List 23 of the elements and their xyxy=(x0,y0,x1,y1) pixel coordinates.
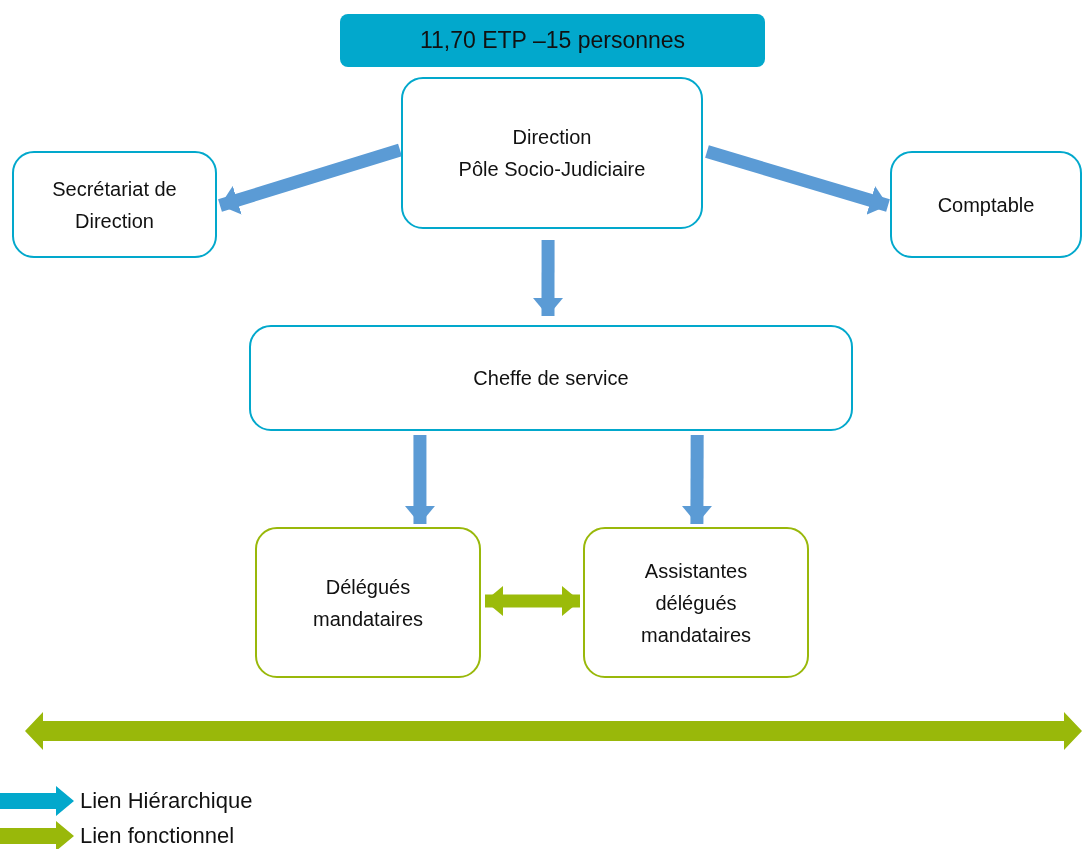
box-label: Cheffe de service xyxy=(473,366,629,391)
org-box xyxy=(890,151,1082,258)
box-label: Pôle Socio-Judiciaire xyxy=(458,157,646,182)
box-label: Assistantes délégués mandataires xyxy=(639,558,753,648)
box-label: Direction xyxy=(512,125,592,150)
org-box xyxy=(401,77,703,229)
header-banner xyxy=(340,14,765,67)
arrow xyxy=(404,435,435,524)
banner-text: 11,70 ETP –15 personnes xyxy=(419,26,686,56)
arrow xyxy=(705,145,890,215)
org-box xyxy=(255,527,481,678)
legend-label: Lien Hiérarchique xyxy=(80,788,253,814)
box-label: Comptable xyxy=(937,192,1035,218)
arrow xyxy=(218,143,402,215)
box-label: Délégués mandataires xyxy=(311,574,425,632)
org-box xyxy=(12,151,217,258)
box-label: Secrétariat de Direction xyxy=(51,176,178,234)
org-box xyxy=(249,325,853,431)
arrow xyxy=(533,240,563,316)
arrow xyxy=(485,586,580,616)
arrow xyxy=(681,434,712,525)
org-box xyxy=(583,527,809,678)
legend-label: Lien fonctionnel xyxy=(80,823,235,849)
